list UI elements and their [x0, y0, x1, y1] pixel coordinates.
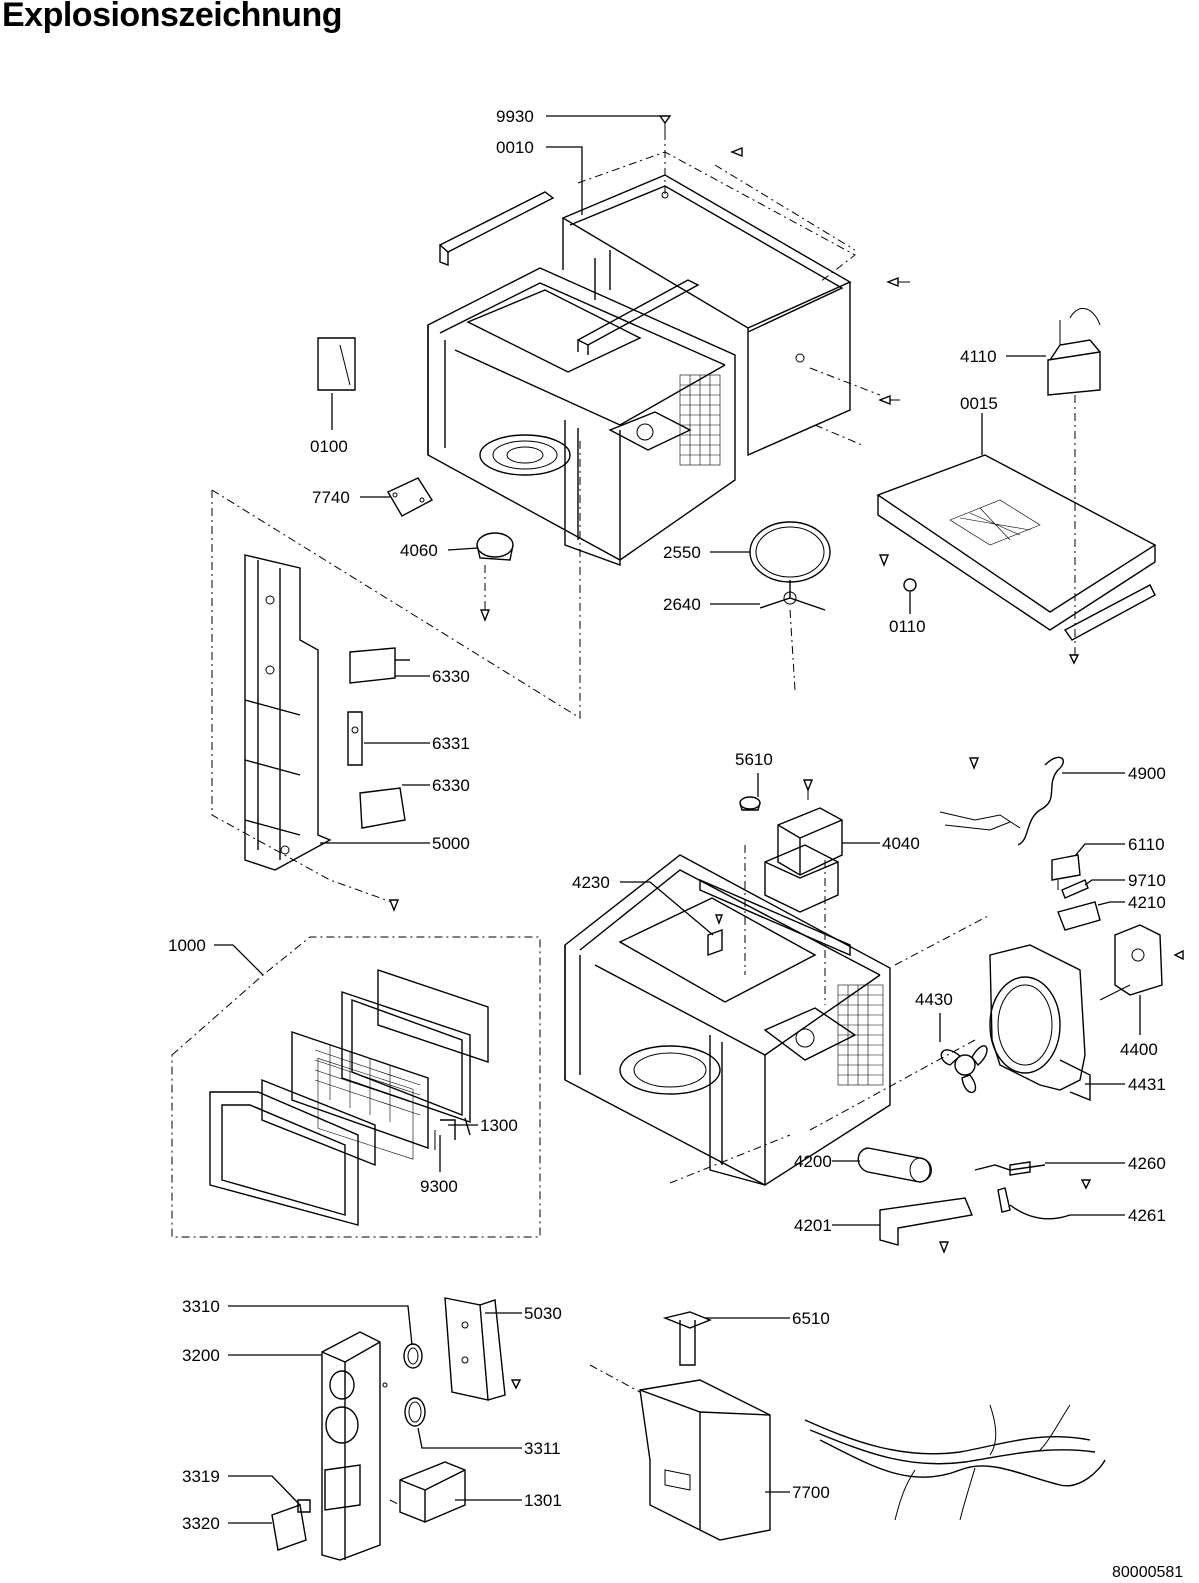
label-4040: 4040 — [882, 834, 920, 853]
microswitch-c-part — [359, 787, 406, 829]
label-4431: 4431 — [1128, 1075, 1166, 1094]
label-4400: 4400 — [1120, 1040, 1158, 1059]
label-5000: 5000 — [432, 834, 470, 853]
knob-a-part — [403, 1343, 423, 1369]
fan-blade-part — [940, 1045, 988, 1094]
label-4210: 4210 — [1128, 893, 1166, 912]
outer-cabinet-assembly — [427, 115, 910, 566]
label-4260: 4260 — [1128, 1154, 1166, 1173]
label-4060: 4060 — [400, 541, 438, 560]
switch-bracket-part — [389, 1461, 466, 1523]
label-1300: 1300 — [480, 1116, 518, 1135]
label-3200: 3200 — [182, 1346, 220, 1365]
turntable-ring-part — [749, 521, 831, 583]
label-4110: 4110 — [960, 347, 997, 366]
label-0100: 0100 — [310, 437, 348, 456]
inner-cavity-assembly — [564, 845, 991, 1186]
document-number: 80000581 — [1112, 1564, 1183, 1581]
label-0010: 0010 — [496, 138, 534, 157]
label-sticker-part — [317, 337, 356, 391]
high-voltage-transformer-part — [764, 779, 843, 913]
label-1301: 1301 — [524, 1491, 562, 1510]
button-lever-part — [297, 1499, 311, 1513]
label-6331: 6331 — [432, 734, 470, 753]
label-2550: 2550 — [663, 543, 701, 562]
label-3320: 3320 — [182, 1514, 220, 1533]
capacitor-bracket-part — [879, 1197, 973, 1254]
label-9300: 9300 — [420, 1177, 458, 1196]
label-6110: 6110 — [1128, 835, 1165, 854]
antenna-part — [707, 914, 724, 956]
leader-lines — [214, 115, 1141, 1524]
lamp-part — [662, 1311, 712, 1366]
label-4230: 4230 — [572, 873, 610, 892]
label-0110: 0110 — [889, 617, 926, 636]
label-6510: 6510 — [792, 1309, 830, 1328]
fuse-holder-part — [1057, 901, 1101, 931]
fan-motor-part — [1099, 924, 1184, 1001]
label-4430: 4430 — [915, 990, 953, 1009]
power-cord-part — [939, 756, 1064, 846]
label-5030: 5030 — [524, 1304, 562, 1323]
page-title: Explosionszeichnung — [2, 0, 342, 34]
label-4201: 4201 — [794, 1216, 832, 1235]
thermostat-part — [739, 796, 761, 811]
fuse-part — [1061, 879, 1089, 899]
timer-board-part — [444, 1297, 522, 1401]
capacitor-part — [857, 1147, 932, 1183]
turntable-motor-part — [476, 532, 514, 622]
knob-b-part — [404, 1397, 426, 1427]
cover-plate-part — [387, 477, 433, 517]
label-3311: 3311 — [524, 1439, 561, 1458]
roller-support-part — [759, 580, 826, 691]
label-4200: 4200 — [794, 1152, 832, 1171]
label-9930: 9930 — [496, 107, 534, 126]
label-9710: 9710 — [1128, 871, 1166, 890]
diode-part — [974, 1161, 1092, 1190]
label-0015: 0015 — [960, 394, 998, 413]
part-labels: 9930 0010 0100 7740 4060 2550 2640 4110 … — [168, 107, 1166, 1533]
label-6330-b: 6330 — [432, 776, 470, 795]
control-panel-frame-assembly — [211, 440, 581, 912]
button-part — [271, 1504, 307, 1551]
label-4261: 4261 — [1128, 1206, 1166, 1225]
wire-harness-part — [804, 1404, 1106, 1521]
label-5610: 5610 — [735, 750, 773, 769]
base-plate-part — [876, 454, 1157, 641]
label-7700: 7700 — [792, 1483, 830, 1502]
door-assembly — [171, 936, 541, 1238]
label-3319: 3319 — [182, 1467, 220, 1486]
lamp-cover-part — [589, 1364, 771, 1541]
label-4900: 4900 — [1128, 764, 1166, 783]
label-1000: 1000 — [168, 936, 206, 955]
label-2640: 2640 — [663, 595, 701, 614]
label-6330-a: 6330 — [432, 667, 470, 686]
label-3310: 3310 — [182, 1297, 220, 1316]
fan-bracket-part — [989, 944, 1091, 1102]
relay-part — [1051, 854, 1081, 890]
noise-filter-part — [1047, 307, 1101, 665]
microswitch-b-part — [347, 711, 363, 766]
hv-wire-part — [997, 1187, 1071, 1220]
microswitch-a-part — [349, 647, 410, 684]
label-7740: 7740 — [312, 488, 350, 507]
control-front-panel-part — [321, 1331, 388, 1561]
